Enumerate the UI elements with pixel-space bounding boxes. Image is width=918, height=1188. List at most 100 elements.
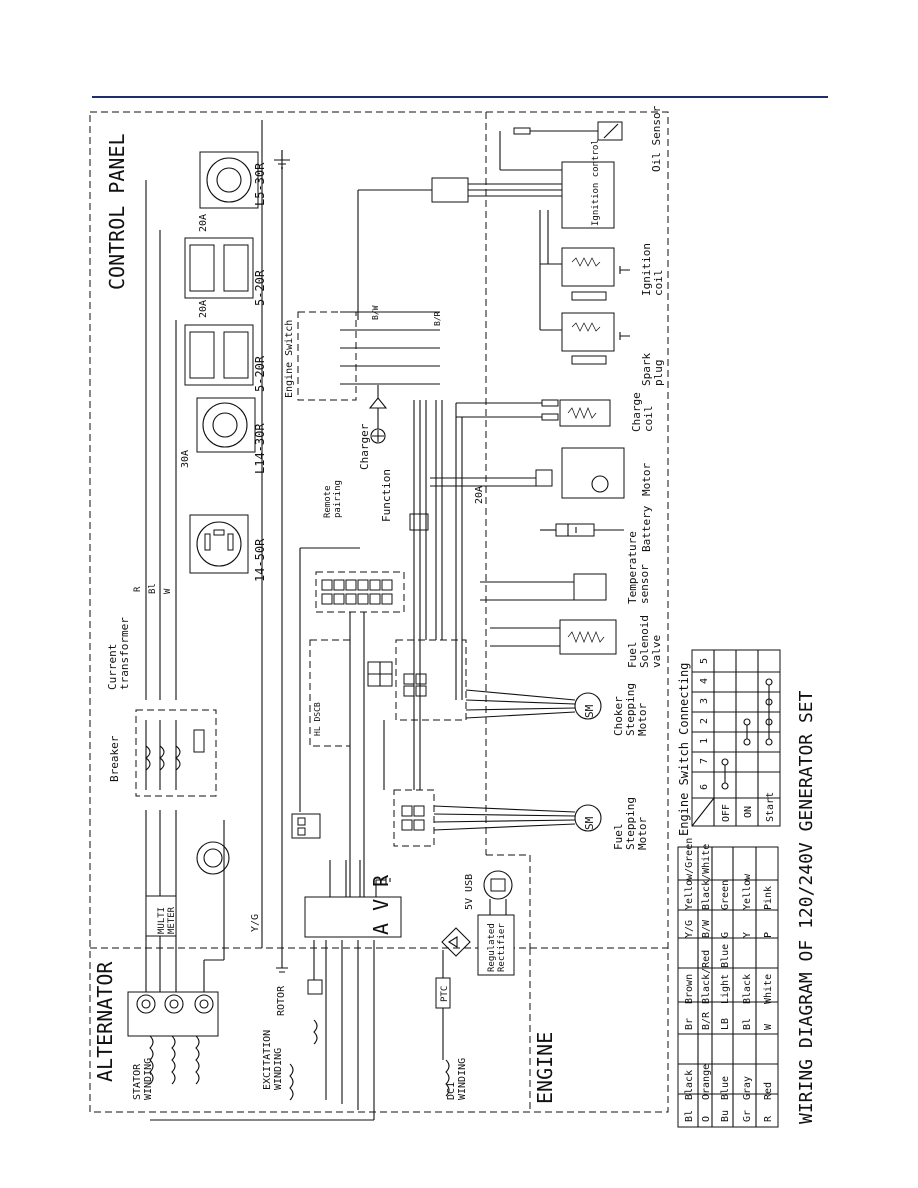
oil-sensor-label: Oil Sensor (650, 105, 663, 172)
main-connector (315, 571, 405, 613)
receptacle-5-20r-a-rating: 20A (198, 300, 209, 318)
diagram-boundary (89, 111, 669, 1113)
color-legend (677, 846, 779, 1128)
legend-text: Bl Black O Orange Bu Blue Gr Gray R Red … (684, 838, 774, 1122)
temp-sensor-label: Temperaturesensor (626, 531, 651, 604)
multimeter (145, 895, 177, 937)
ptc-label: PTC (440, 986, 450, 1002)
battery (555, 523, 595, 537)
wire-br: B/R (433, 311, 442, 326)
svg-text:6: 6 (699, 784, 710, 790)
stator-coil-2 (171, 1035, 176, 1085)
excitation-coil (289, 1063, 294, 1101)
excitation-label: EXCITATIONWINDING (262, 1030, 284, 1090)
oil-sensor (597, 121, 623, 141)
avr-label: A V R (369, 874, 393, 935)
section-control-panel: CONTROL PANEL (105, 133, 129, 290)
svg-text:Y: Y (742, 932, 753, 938)
dc1-coil (445, 1059, 450, 1097)
function-switch (409, 513, 429, 531)
usb-port (483, 870, 513, 900)
choke-label: ChokerSteppingMotor (612, 683, 649, 736)
ct-connector (291, 813, 321, 839)
rectifier-label: RegulatedRectifier (487, 923, 507, 972)
svg-text:G: G (720, 932, 731, 938)
receptacle-5-20r-a (184, 324, 254, 386)
svg-text:Bl: Bl (742, 1018, 753, 1030)
hl-label: HL DSCB (313, 702, 322, 736)
stator-terminal-block (127, 991, 219, 1037)
ignition-coil (561, 247, 615, 287)
receptacle-14-50r (189, 514, 249, 574)
svg-text:R: R (763, 1115, 774, 1122)
svg-text:Gr: Gr (742, 1110, 753, 1122)
spark-plug (561, 312, 615, 352)
choke-stepping-motor (574, 692, 602, 720)
svg-text:Bl: Bl (684, 1110, 695, 1122)
svg-text:White: White (763, 974, 774, 1004)
starter-motor (561, 447, 625, 499)
svg-text:LB: LB (720, 1018, 731, 1030)
ct-label: Currenttransformer (106, 617, 131, 690)
receptacle-l5-30r (199, 151, 259, 209)
choke-sm: SM (583, 704, 596, 718)
bus-bl: Bl (148, 583, 158, 594)
function-label: Function (380, 469, 393, 522)
dc1-label: DC1WINDING (446, 1058, 468, 1100)
current-transformer (196, 841, 230, 875)
battery-label: Battery (640, 505, 653, 552)
switch-table-title: Engine Switch Connecting (677, 663, 691, 836)
rotor-coil (313, 1019, 318, 1045)
svg-text:5: 5 (699, 658, 710, 664)
remote-label: Remotepairing (323, 480, 343, 518)
switch-table (691, 649, 781, 827)
svg-text:O: O (701, 1116, 712, 1122)
receptacle-14-50r-label: 14-50R (253, 538, 267, 582)
svg-text:Brown: Brown (684, 974, 695, 1004)
engine-switch-label: Engine Switch (284, 320, 295, 398)
svg-text:Y/G: Y/G (684, 920, 695, 938)
bridge-rectifier (441, 927, 471, 957)
fuse-label: 20A (474, 486, 485, 504)
svg-text:P: P (763, 932, 774, 938)
receptacle-l5-30r-label: L5-30R (253, 162, 267, 206)
section-engine: ENGINE (533, 1032, 557, 1104)
svg-text:2: 2 (699, 718, 710, 724)
ignition-connector (431, 177, 469, 203)
fuel-connector (393, 789, 435, 847)
regulated-rectifier (477, 914, 515, 976)
svg-text:Light Blue: Light Blue (720, 944, 731, 1004)
receptacle-5-20r-b-rating: 20A (198, 214, 209, 232)
stator-coil-1 (149, 1035, 154, 1085)
switch-table-text: 6 7 1 2 3 4 5 OFF ON Start (699, 658, 776, 822)
svg-text:Bu: Bu (720, 1110, 731, 1122)
fuel-sm: SM (583, 816, 596, 830)
svg-text:3: 3 (699, 698, 710, 704)
svg-text:Br: Br (684, 1018, 695, 1030)
yg-label-1: Y/G (250, 914, 261, 932)
section-alternator: ALTERNATOR (93, 961, 117, 1082)
fuel-stepping-label: FuelSteppingMotor (612, 797, 649, 850)
receptacle-l14-30r-label: L14-30R (253, 423, 267, 474)
ignition-control-label: Ignition control (591, 139, 601, 226)
charger-diode (368, 397, 388, 409)
multimeter-label: MULTIMETER (157, 906, 177, 934)
fuel-valve-label: FuelSolenoidvalve (626, 615, 663, 668)
svg-text:W: W (763, 1023, 774, 1030)
svg-text:4: 4 (699, 678, 710, 684)
bus-w: W (163, 588, 173, 594)
fuel-solenoid-valve (559, 619, 617, 655)
diagram-title: WIRING DIAGRAM OF 120/240V GENERATOR SET (796, 690, 817, 1124)
svg-text:Black: Black (684, 1070, 695, 1100)
svg-text:1: 1 (699, 738, 710, 744)
motor-label: Motor (640, 463, 653, 496)
svg-text:Blue: Blue (720, 1076, 731, 1100)
charger-label: Charger (358, 423, 371, 470)
rotor-brush (307, 979, 323, 995)
svg-text:Green: Green (720, 880, 731, 910)
receptacle-5-20r-a-label: 5-20R (253, 355, 267, 392)
switch-table-dots (721, 678, 773, 790)
ignition-control (561, 161, 615, 229)
svg-text:OFF: OFF (721, 804, 732, 822)
breaker (135, 709, 217, 797)
